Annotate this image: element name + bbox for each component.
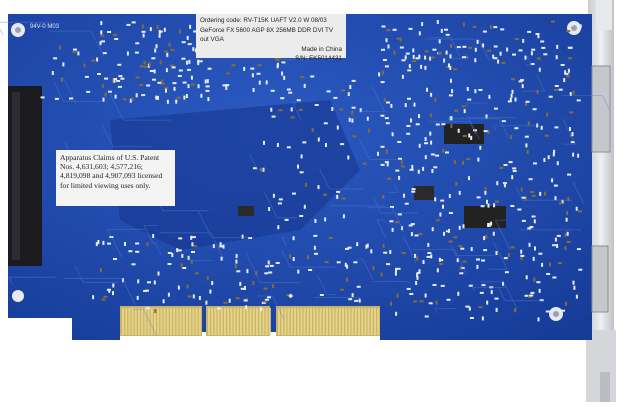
patent-line: Nos. 4,631,603; 4,577,216; [60,162,143,172]
silkscreen-text: 94V-0 M03 [30,24,60,30]
smd-components [40,20,583,322]
mounting-holes [11,21,581,321]
patent-line: for limited viewing uses only. [60,180,151,190]
patent-notice-label: Apparatus Claims of U.S. Patent Nos. 4,6… [56,150,175,206]
pcb-shadow-region [110,100,360,250]
dvi-connector-area [591,65,611,153]
ordering-code-label: Ordering code: RV-T15K UAFT V2.0 W 08/03… [196,14,346,62]
label-line: Made in China [301,45,342,53]
surface-chips [238,124,506,228]
vga-connector-area [591,245,609,313]
label-line: GeForce FX 5600 AGP 8X 256MB DDR DVI TV … [200,26,334,44]
patent-line: 4,819,098 and 4,907,093 licensed [60,171,163,181]
agp-connector-fingers [120,306,380,336]
patent-line: Apparatus Claims of U.S. Patent [60,153,160,162]
label-line: Ordering code: RV-T15K UAFT V2.0 W 08/03 [200,17,327,24]
label-line: S/N: EK5014431 [295,55,342,63]
